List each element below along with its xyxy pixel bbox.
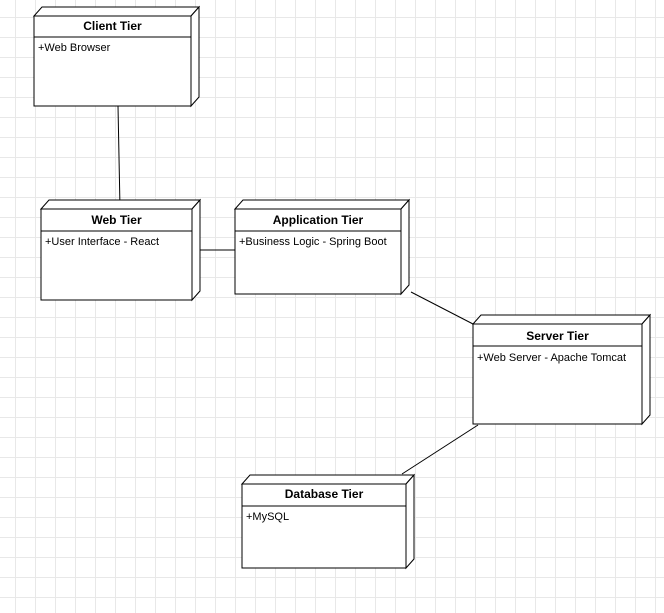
node-body [40,208,193,301]
node-body [234,208,402,295]
node-3d-side [190,5,200,108]
node-attribute: +Web Server - Apache Tomcat [477,352,626,364]
node-title: Application Tier [273,213,364,227]
node-body [472,323,643,425]
node-3d-side [400,198,410,296]
node-3d-face [39,199,202,210]
connector-server-database[interactable] [401,424,479,475]
node-attribute: +Business Logic - Spring Boot [239,236,387,248]
node-title: Client Tier [83,19,142,33]
node-body [241,483,407,569]
node-3d-face [240,474,416,485]
node-body [33,15,192,107]
node-client-tier[interactable]: Client Tier +Web Browser [32,5,201,108]
node-attribute: +MySQL [246,511,289,523]
node-application-tier[interactable]: Application Tier +Business Logic - Sprin… [233,198,411,296]
node-title: Database Tier [285,487,364,501]
node-server-tier[interactable]: Server Tier +Web Server - Apache Tomcat [471,313,652,426]
connectors [117,105,479,475]
node-attribute: +Web Browser [38,42,111,54]
node-web-tier[interactable]: Web Tier +User Interface - React [39,198,202,302]
node-3d-face [471,314,652,325]
node-title: Server Tier [526,329,589,343]
node-attribute: +User Interface - React [45,236,159,248]
connector-application-server[interactable] [410,291,474,325]
node-3d-face [233,199,411,210]
node-title: Web Tier [91,213,142,227]
node-3d-side [641,313,651,426]
node-database-tier[interactable]: Database Tier +MySQL [240,473,416,570]
connector-client-web[interactable] [117,105,121,209]
node-3d-side [191,198,201,302]
node-3d-side [405,473,415,570]
node-3d-face [32,6,201,17]
